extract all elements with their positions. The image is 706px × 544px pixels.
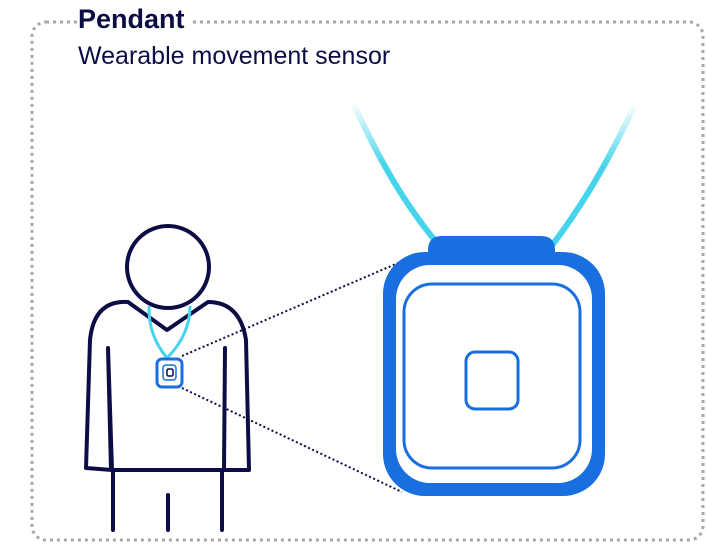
page-subtitle: Wearable movement sensor xyxy=(78,40,390,72)
pendant-on-chest-icon xyxy=(157,359,182,387)
page-title: Pendant xyxy=(78,2,193,36)
pendant-button xyxy=(466,352,518,409)
pendant-device-icon xyxy=(383,236,605,496)
lanyard-cord-icon xyxy=(353,102,635,244)
person-head xyxy=(127,226,209,308)
